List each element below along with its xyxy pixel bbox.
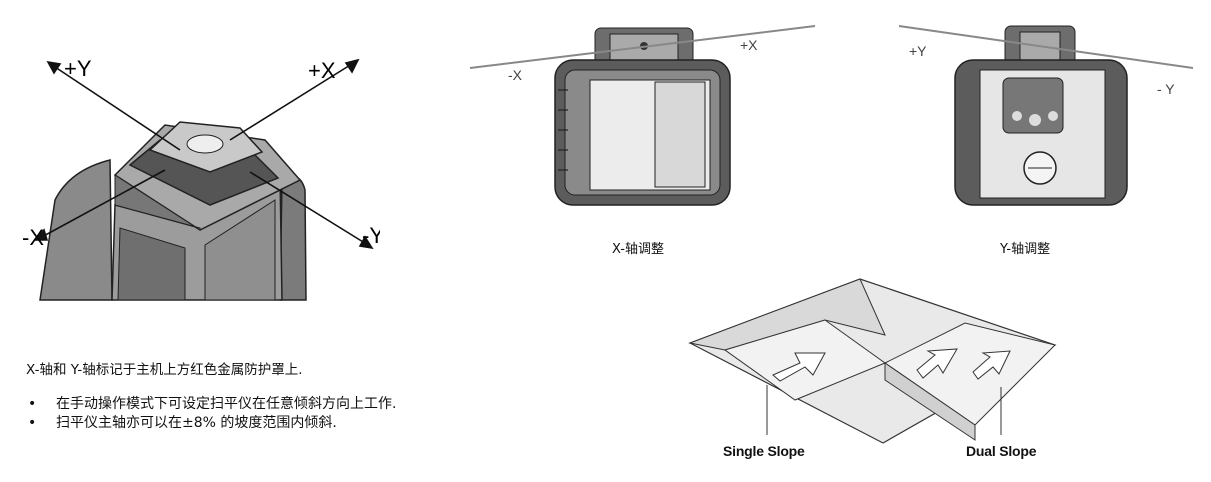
label-dual-slope: Dual Slope bbox=[966, 443, 1037, 459]
y-axis-adjust-illustration: +Y - Y bbox=[898, 25, 1194, 206]
bullet-item: 在手动操作模式下可设定扫平仪在任意倾斜方向上工作. bbox=[24, 395, 396, 414]
axis-closeup-illustration: +Y +X -X -Y bbox=[22, 56, 380, 301]
slope-modes-illustration bbox=[688, 278, 1057, 444]
axis-marking-note: X-轴和 Y-轴标记于主机上方红色金属防护罩上. bbox=[26, 362, 303, 378]
label-single-slope: Single Slope bbox=[723, 443, 805, 459]
axis-label-plus-y: +Y bbox=[64, 56, 92, 81]
x-axis-adjust-illustration: -X +X bbox=[469, 25, 816, 206]
axis-label-minus-x: -X bbox=[508, 67, 523, 83]
feature-bullet-list: 在手动操作模式下可设定扫平仪在任意倾斜方向上工作. 扫平仪主轴亦可以在±8% 的… bbox=[24, 395, 396, 433]
caption-y-axis-adjust: Y-轴调整 bbox=[1000, 242, 1051, 257]
axis-label-minus-y: -Y bbox=[362, 223, 380, 248]
caption-x-axis-adjust: X-轴调整 bbox=[612, 242, 664, 257]
axis-label-minus-x: -X bbox=[22, 225, 44, 250]
axis-label-plus-x: +X bbox=[308, 58, 336, 83]
axis-label-plus-x: +X bbox=[740, 37, 758, 53]
bullet-item: 扫平仪主轴亦可以在±8% 的坡度范围内倾斜. bbox=[24, 414, 396, 433]
axis-label-plus-y: +Y bbox=[909, 43, 927, 59]
axis-label-minus-y: - Y bbox=[1157, 81, 1175, 97]
